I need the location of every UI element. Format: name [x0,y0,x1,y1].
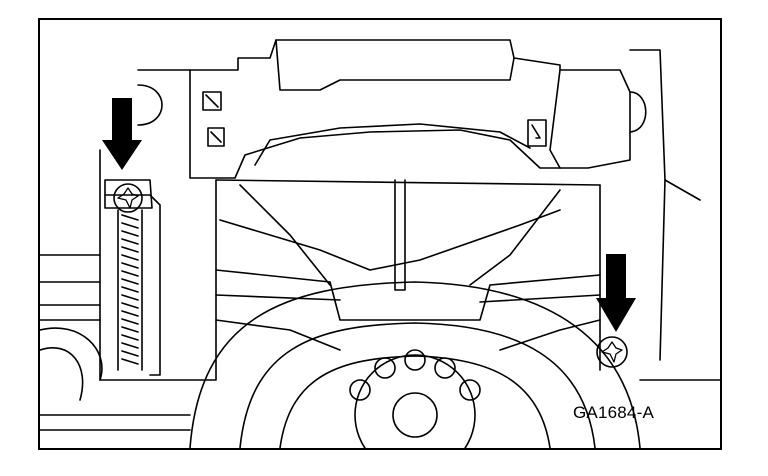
cover-holes [202,91,547,147]
upper-cover [137,39,701,361]
round-housing [40,281,720,448]
torx-bolt-right [596,336,628,368]
callout-arrow-right [596,254,636,332]
engine-component-line-drawing [40,39,720,448]
torx-bolt-left [104,179,153,213]
rib-structure [215,179,601,371]
figure-id-label: GA1684-A [573,403,654,422]
callout-arrow-left [102,98,142,170]
down-arrow-icon [102,98,142,170]
illustration-frame: GA1684-A [38,18,722,450]
down-arrow-icon [596,254,636,332]
